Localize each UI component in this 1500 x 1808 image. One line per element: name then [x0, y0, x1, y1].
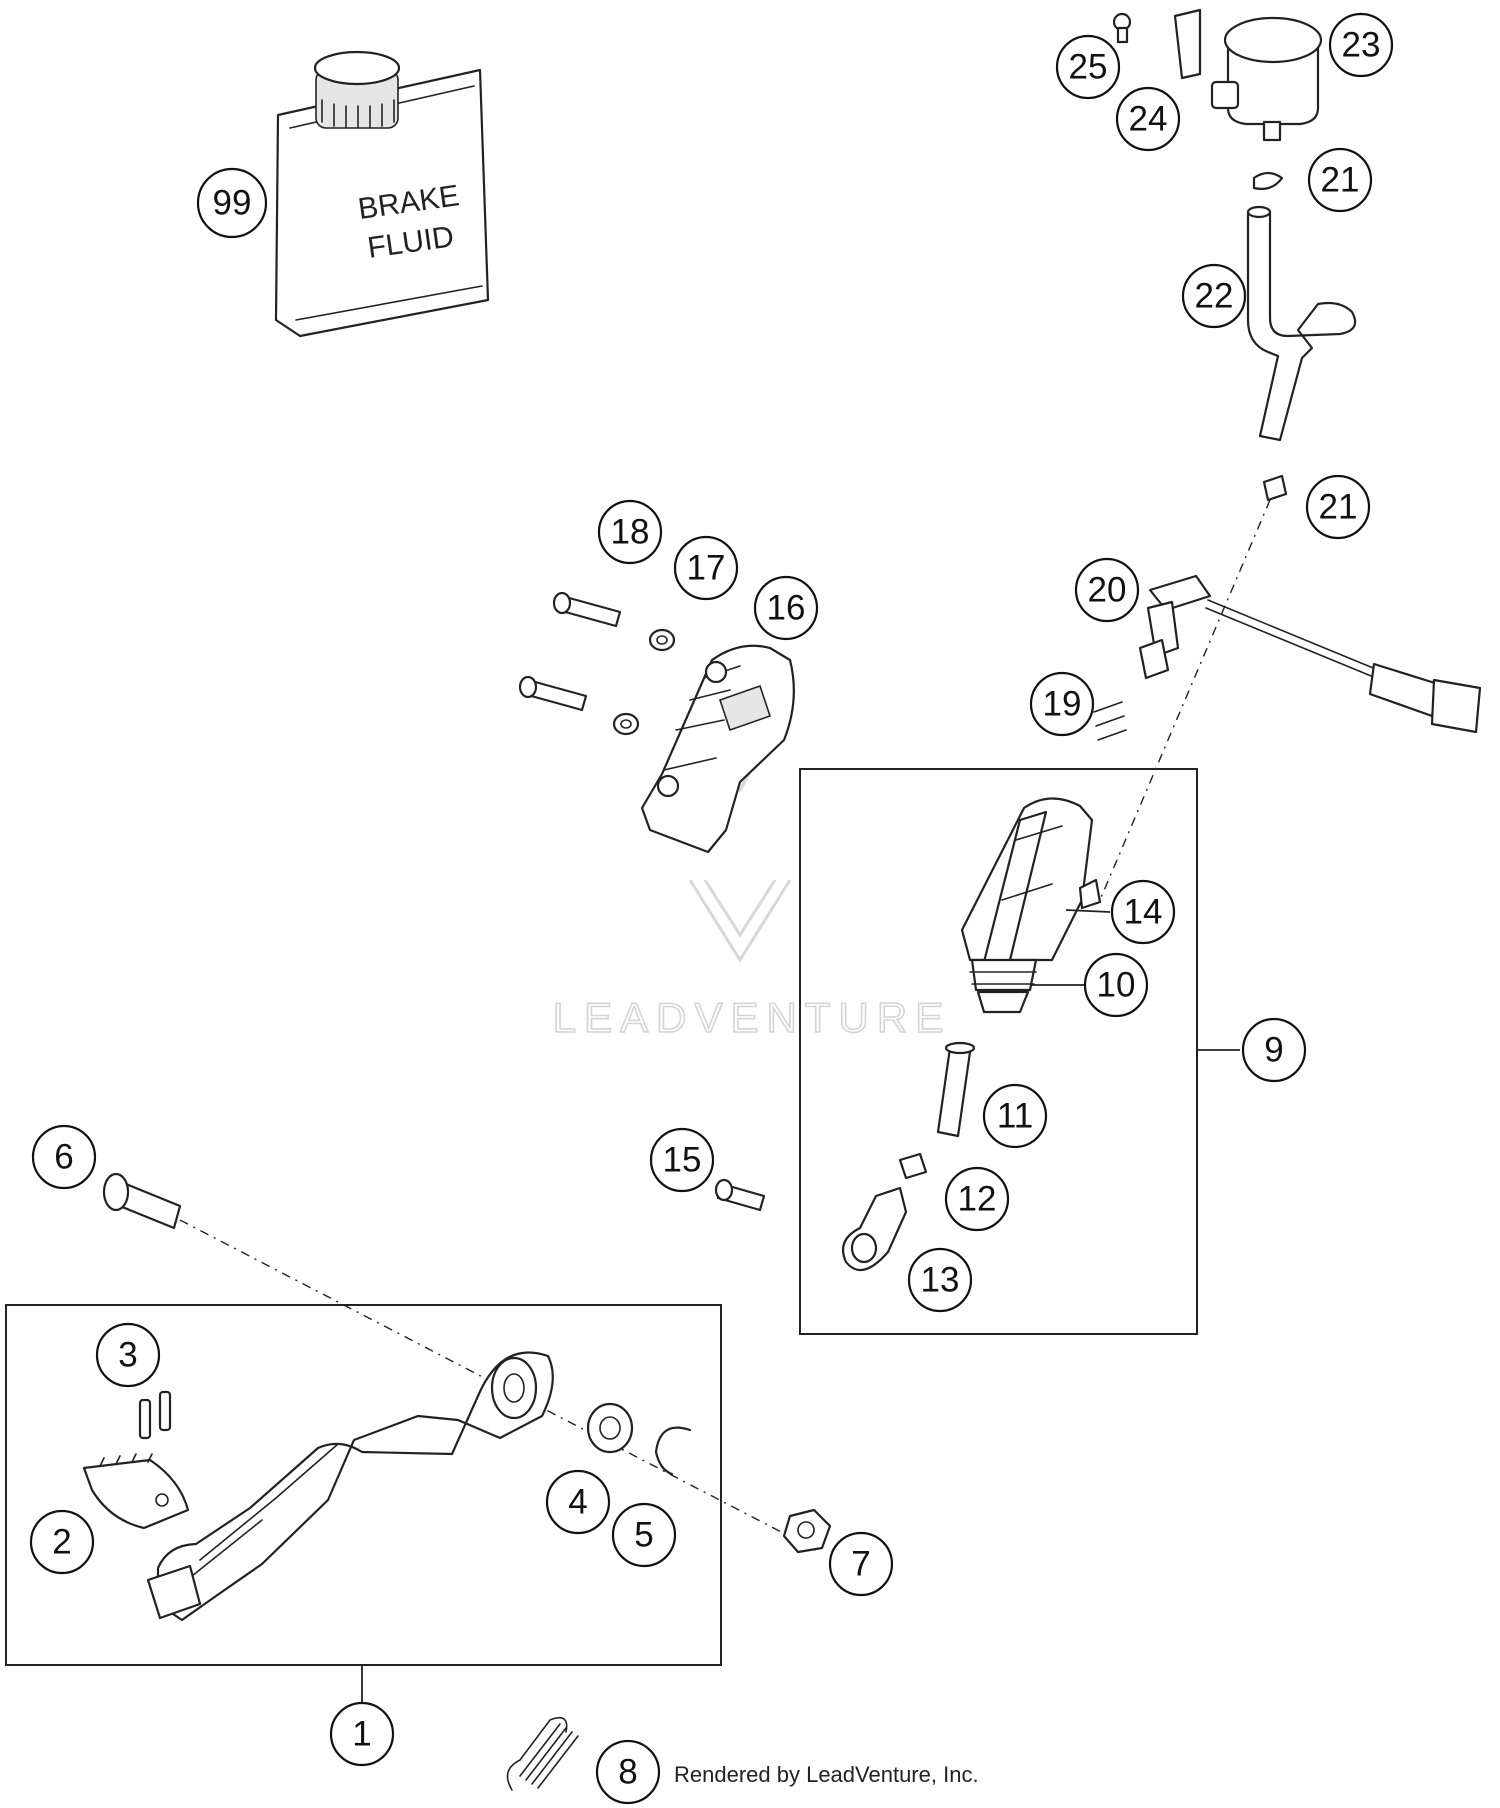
pivot-bushing — [586, 1402, 634, 1454]
svg-text:25: 25 — [1069, 48, 1108, 87]
callout-18: 18 — [597, 499, 663, 565]
tip-screws — [138, 1390, 172, 1440]
svg-text:15: 15 — [663, 1141, 702, 1180]
svg-text:18: 18 — [611, 513, 650, 552]
callout-5: 5 — [611, 1502, 677, 1568]
callout-14: 14 — [1110, 879, 1176, 945]
hose-clamp-fitting — [1262, 474, 1288, 502]
heel-guard-washers — [612, 628, 676, 736]
svg-text:17: 17 — [687, 549, 726, 588]
callout-24: 24 — [1115, 86, 1181, 152]
svg-text:3: 3 — [118, 1336, 137, 1375]
callout-22: 22 — [1181, 263, 1247, 329]
svg-text:11: 11 — [997, 1097, 1033, 1136]
pushrod-locknut — [898, 1152, 928, 1180]
reservoir-hose — [1246, 205, 1357, 442]
callout-15: 15 — [649, 1127, 715, 1193]
pushrod — [936, 1041, 976, 1138]
callout-1: 1 — [329, 1701, 395, 1767]
svg-text:7: 7 — [851, 1545, 870, 1584]
callout-21-bottom: 21 — [1305, 474, 1371, 540]
return-spring — [506, 1716, 579, 1791]
svg-text:13: 13 — [921, 1261, 960, 1300]
callout-4: 4 — [545, 1469, 611, 1535]
pivot-bolt — [102, 1172, 182, 1230]
callout-20: 20 — [1074, 557, 1140, 623]
render-credit: Rendered by LeadVenture, Inc. — [674, 1762, 979, 1787]
watermark-text: LEADVENTURE — [553, 994, 951, 1041]
svg-text:22: 22 — [1195, 277, 1234, 316]
callout-2: 2 — [29, 1509, 95, 1575]
callout-19: 19 — [1029, 671, 1095, 737]
callout-13: 13 — [907, 1247, 973, 1313]
assembly-axis-line — [1099, 499, 1271, 901]
reservoir-assembly — [1112, 8, 1323, 142]
brake-pedal — [146, 1351, 554, 1622]
callout-17: 17 — [673, 535, 739, 601]
svg-text:4: 4 — [568, 1483, 587, 1522]
brake-light-switch — [1138, 574, 1482, 734]
hose-clamp-top — [1252, 171, 1284, 190]
callout-21-top: 21 — [1307, 147, 1373, 213]
mounting-bolt — [714, 1178, 766, 1212]
svg-text:6: 6 — [54, 1138, 73, 1177]
callout-23: 23 — [1328, 12, 1394, 78]
svg-text:5: 5 — [634, 1516, 653, 1555]
callout-3: 3 — [95, 1322, 161, 1388]
svg-text:99: 99 — [213, 184, 252, 223]
pivot-axis-line — [179, 1219, 817, 1551]
leadventure-watermark: LEADVENTURE — [552, 726, 951, 1042]
callout-11: 11 — [982, 1083, 1048, 1149]
svg-text:23: 23 — [1342, 26, 1381, 65]
callout-25: 25 — [1055, 34, 1121, 100]
master-cylinder-body — [960, 797, 1102, 1014]
svg-text:2: 2 — [52, 1523, 71, 1562]
callout-10: 10 — [1083, 952, 1149, 1018]
svg-text:19: 19 — [1043, 685, 1082, 724]
svg-text:24: 24 — [1129, 100, 1168, 139]
callout-6: 6 — [31, 1124, 97, 1190]
callout-8: 8 — [595, 1739, 661, 1805]
footpeg-tip — [82, 1453, 190, 1530]
o-rings — [1093, 701, 1127, 741]
callout-9: 9 — [1241, 1017, 1307, 1083]
pivot-nut — [782, 1508, 832, 1554]
svg-text:21: 21 — [1321, 161, 1360, 200]
callout-7: 7 — [828, 1531, 894, 1597]
master-cylinder-kit-box — [799, 768, 1198, 1335]
svg-text:10: 10 — [1097, 966, 1136, 1005]
svg-text:21: 21 — [1319, 488, 1358, 527]
svg-text:20: 20 — [1088, 571, 1127, 610]
callout-12: 12 — [944, 1166, 1010, 1232]
svg-text:1: 1 — [352, 1715, 371, 1754]
callout-99: 99 — [196, 167, 268, 239]
heel-guard — [640, 644, 795, 854]
callout-16: 16 — [753, 575, 819, 641]
circlip — [654, 1426, 692, 1476]
svg-text:9: 9 — [1264, 1031, 1283, 1070]
svg-text:12: 12 — [958, 1180, 997, 1219]
brake-fluid-can: BRAKE FLUID — [274, 50, 490, 338]
svg-text:14: 14 — [1124, 893, 1163, 932]
brake-pedal-kit-box — [5, 1304, 722, 1666]
svg-text:8: 8 — [618, 1753, 637, 1792]
pushrod-clevis — [842, 1186, 908, 1272]
heel-guard-bolts — [518, 591, 622, 712]
svg-text:16: 16 — [767, 589, 806, 628]
